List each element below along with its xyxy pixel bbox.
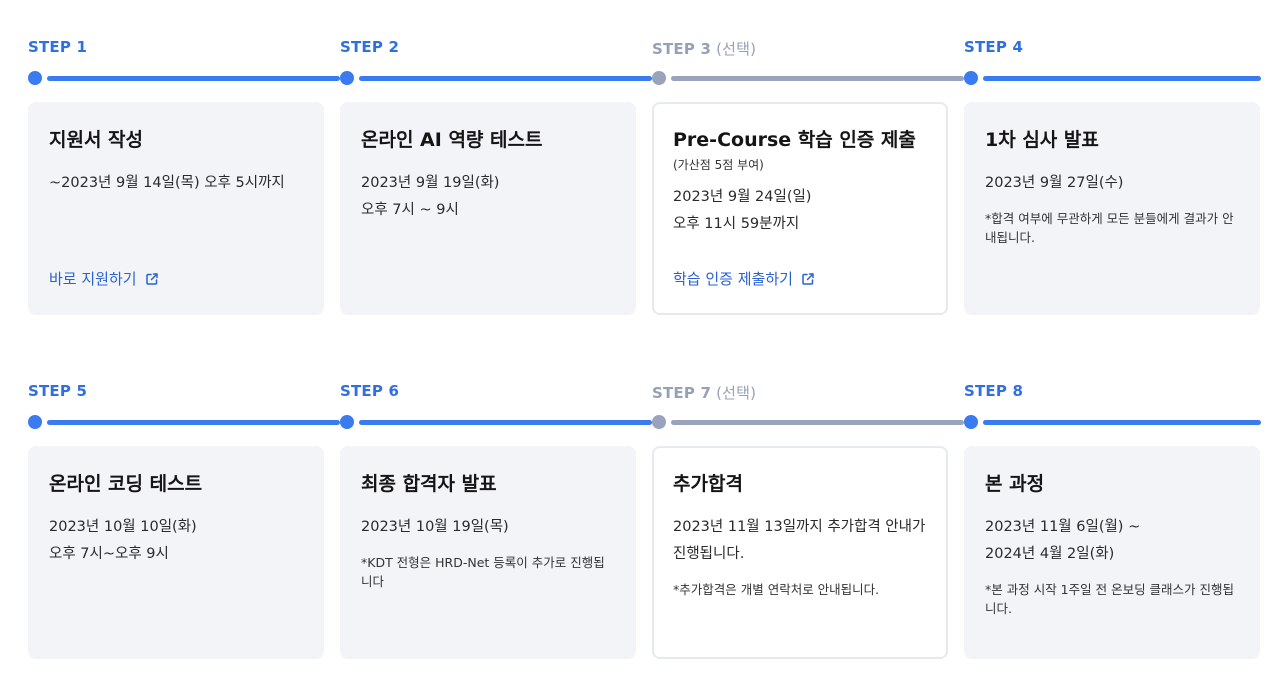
progress-bar [983,420,1261,425]
step-dot [964,71,978,85]
progress-bar [359,76,652,81]
progress-track [964,415,1261,429]
step-label: STEP 1 [28,38,88,56]
progress-track [28,415,340,429]
external-link-icon [802,272,814,285]
step-card: Pre-Course 학습 인증 제출 (가산점 5점 부여) 2023년 9월… [652,102,948,315]
progress-bar [47,420,340,425]
progress-bar [983,76,1261,81]
step-1: STEP 1 지원서 작성 ~2023년 9월 14일(목) 오후 5시까지 바… [28,0,340,330]
progress-track [340,71,652,85]
step-6: STEP 6 최종 합격자 발표 2023년 10월 19일(목) *KDT 전… [340,344,652,674]
card-date: ~2023년 9월 14일(목) 오후 5시까지 [49,175,285,191]
progress-bar [47,76,340,81]
step-7: STEP 7 (선택) 추가합격 2023년 11월 13일까지 추가합격 안내… [652,344,964,674]
card-title: 지원서 작성 [49,129,144,151]
card-details: 2023년 9월 27일(수) [985,170,1239,197]
step-card: 지원서 작성 ~2023년 9월 14일(목) 오후 5시까지 바로 지원하기 [28,102,324,315]
step-number: STEP 7 [652,384,712,402]
step-dot [28,415,42,429]
card-time: 오후 11시 59분까지 [673,216,800,232]
step-card: 추가합격 2023년 11월 13일까지 추가합격 안내가 진행됩니다. *추가… [652,446,948,659]
card-note: *본 과정 시작 1주일 전 온보딩 클래스가 진행됩니다. [985,582,1235,616]
card-title: 온라인 코딩 테스트 [49,473,203,495]
step-label: STEP 8 [964,382,1024,400]
card-title: Pre-Course 학습 인증 제출 [673,129,916,151]
card-note: *합격 여부에 무관하게 모든 분들에게 결과가 안내됩니다. [985,211,1234,245]
optional-tag: (선택) [711,384,757,402]
card-title: 본 과정 [985,473,1045,495]
progress-track [652,415,964,429]
step-2: STEP 2 온라인 AI 역량 테스트 2023년 9월 19일(화) 오후 … [340,0,652,330]
card-details: 2023년 11월 13일까지 추가합격 안내가 진행됩니다. [673,514,927,568]
progress-track [964,71,1261,85]
optional-tag: (선택) [711,40,757,58]
step-dot [340,415,354,429]
step-card: 본 과정 2023년 11월 6일(월) ~ 2024년 4월 2일(화) *본… [964,446,1260,659]
card-date-start: 2023년 11월 6일(월) ~ [985,519,1141,535]
apply-link-label: 바로 지원하기 [49,270,137,288]
progress-track [340,415,652,429]
card-date: 2023년 9월 27일(수) [985,175,1124,191]
external-link-icon [145,272,158,285]
card-details: ~2023년 9월 14일(목) 오후 5시까지 [49,170,303,197]
step-card: 최종 합격자 발표 2023년 10월 19일(목) *KDT 전형은 HRD-… [340,446,636,659]
card-date: 2023년 10월 19일(목) [361,519,509,535]
step-label: STEP 5 [28,382,88,400]
step-label: STEP 7 (선택) [652,382,756,403]
step-card: 온라인 AI 역량 테스트 2023년 9월 19일(화) 오후 7시 ~ 9시 [340,102,636,315]
card-note: *추가합격은 개별 연락처로 안내됩니다. [673,582,880,597]
submit-proof-link[interactable]: 학습 인증 제출하기 [673,268,815,289]
card-details: 2023년 9월 19일(화) 오후 7시 ~ 9시 [361,170,615,224]
apply-link[interactable]: 바로 지원하기 [49,268,159,289]
card-date: 2023년 9월 19일(화) [361,175,500,191]
step-number: STEP 3 [652,40,712,58]
card-time: 오후 7시~오후 9시 [49,546,169,562]
step-dot [652,415,666,429]
card-details: 2023년 10월 19일(목) [361,514,615,541]
card-title: 최종 합격자 발표 [361,473,497,495]
card-time: 오후 7시 ~ 9시 [361,202,459,218]
card-details: 2023년 10월 10일(화) 오후 7시~오후 9시 [49,514,303,568]
step-4: STEP 4 1차 심사 발표 2023년 9월 27일(수) *합격 여부에 … [964,0,1261,330]
card-date: 2023년 11월 13일까지 추가합격 안내가 진행됩니다. [673,519,926,562]
step-label: STEP 2 [340,38,400,56]
progress-track [652,71,964,85]
card-date: 2023년 9월 24일(일) [673,189,812,205]
step-label: STEP 3 (선택) [652,38,756,59]
step-card: 온라인 코딩 테스트 2023년 10월 10일(화) 오후 7시~오후 9시 [28,446,324,659]
progress-bar [671,420,964,425]
step-8: STEP 8 본 과정 2023년 11월 6일(월) ~ 2024년 4월 2… [964,344,1261,674]
step-5: STEP 5 온라인 코딩 테스트 2023년 10월 10일(화) 오후 7시… [28,344,340,674]
card-title: 추가합격 [673,473,743,495]
step-dot [340,71,354,85]
card-details: 2023년 11월 6일(월) ~ 2024년 4월 2일(화) [985,514,1239,568]
step-card: 1차 심사 발표 2023년 9월 27일(수) *합격 여부에 무관하게 모든… [964,102,1260,315]
card-title: 온라인 AI 역량 테스트 [361,129,543,151]
progress-bar [671,76,964,81]
card-date: 2023년 10월 10일(화) [49,519,197,535]
step-dot [28,71,42,85]
progress-track [28,71,340,85]
step-dot [652,71,666,85]
card-details: 2023년 9월 24일(일) 오후 11시 59분까지 [673,184,927,238]
card-date-end: 2024년 4월 2일(화) [985,546,1115,562]
submit-proof-link-label: 학습 인증 제출하기 [673,270,793,288]
step-label: STEP 6 [340,382,400,400]
step-label: STEP 4 [964,38,1024,56]
step-3: STEP 3 (선택) Pre-Course 학습 인증 제출 (가산점 5점 … [652,0,964,330]
progress-bar [359,420,652,425]
card-note: *KDT 전형은 HRD-Net 등록이 추가로 진행됩니다 [361,555,605,589]
card-subtitle: (가산점 5점 부여) [673,158,764,172]
step-dot [964,415,978,429]
card-title: 1차 심사 발표 [985,129,1099,151]
